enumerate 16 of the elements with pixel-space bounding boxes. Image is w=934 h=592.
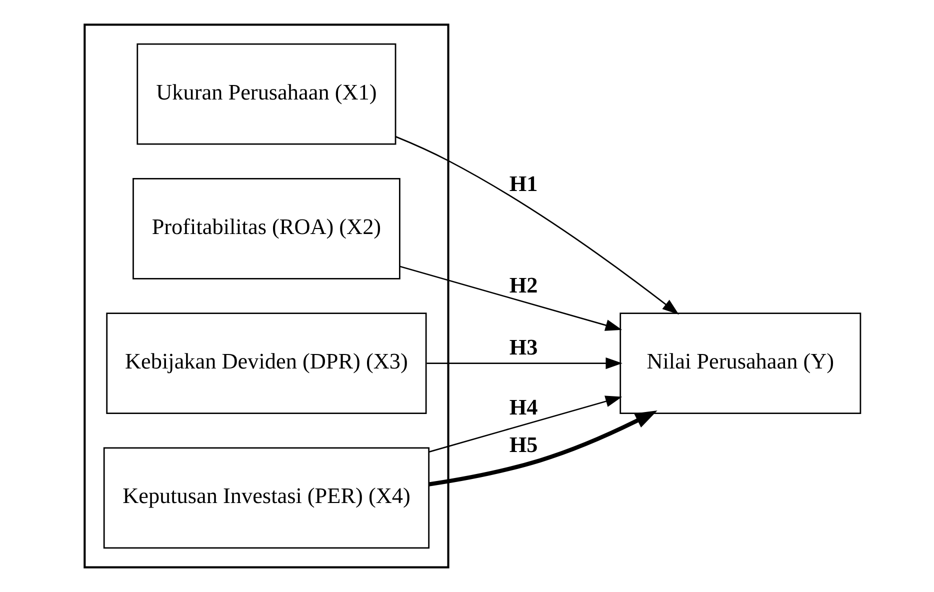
arrow <box>429 396 622 452</box>
edge-label: H5 <box>509 432 538 457</box>
node-box: Profitabilitas (ROA) (X2) <box>132 178 400 280</box>
node-box: Kebijakan Deviden (DPR) (X3) <box>106 312 427 414</box>
node-box: Ukuran Perusahaan (X1) <box>136 43 396 145</box>
edge-label: H3 <box>509 334 538 360</box>
node-box: Nilai Perusahaan (Y) <box>620 312 862 414</box>
cluster <box>84 24 450 568</box>
edge-label: H1 <box>509 170 538 196</box>
edge-label: H4 <box>509 394 538 420</box>
arrow <box>426 357 622 370</box>
arrow <box>428 410 658 486</box>
arrow <box>400 266 622 331</box>
arrow <box>396 136 679 315</box>
edge-label: H2 <box>509 272 538 298</box>
node-box: Keputusan Investasi (PER) (X4) <box>103 447 430 549</box>
